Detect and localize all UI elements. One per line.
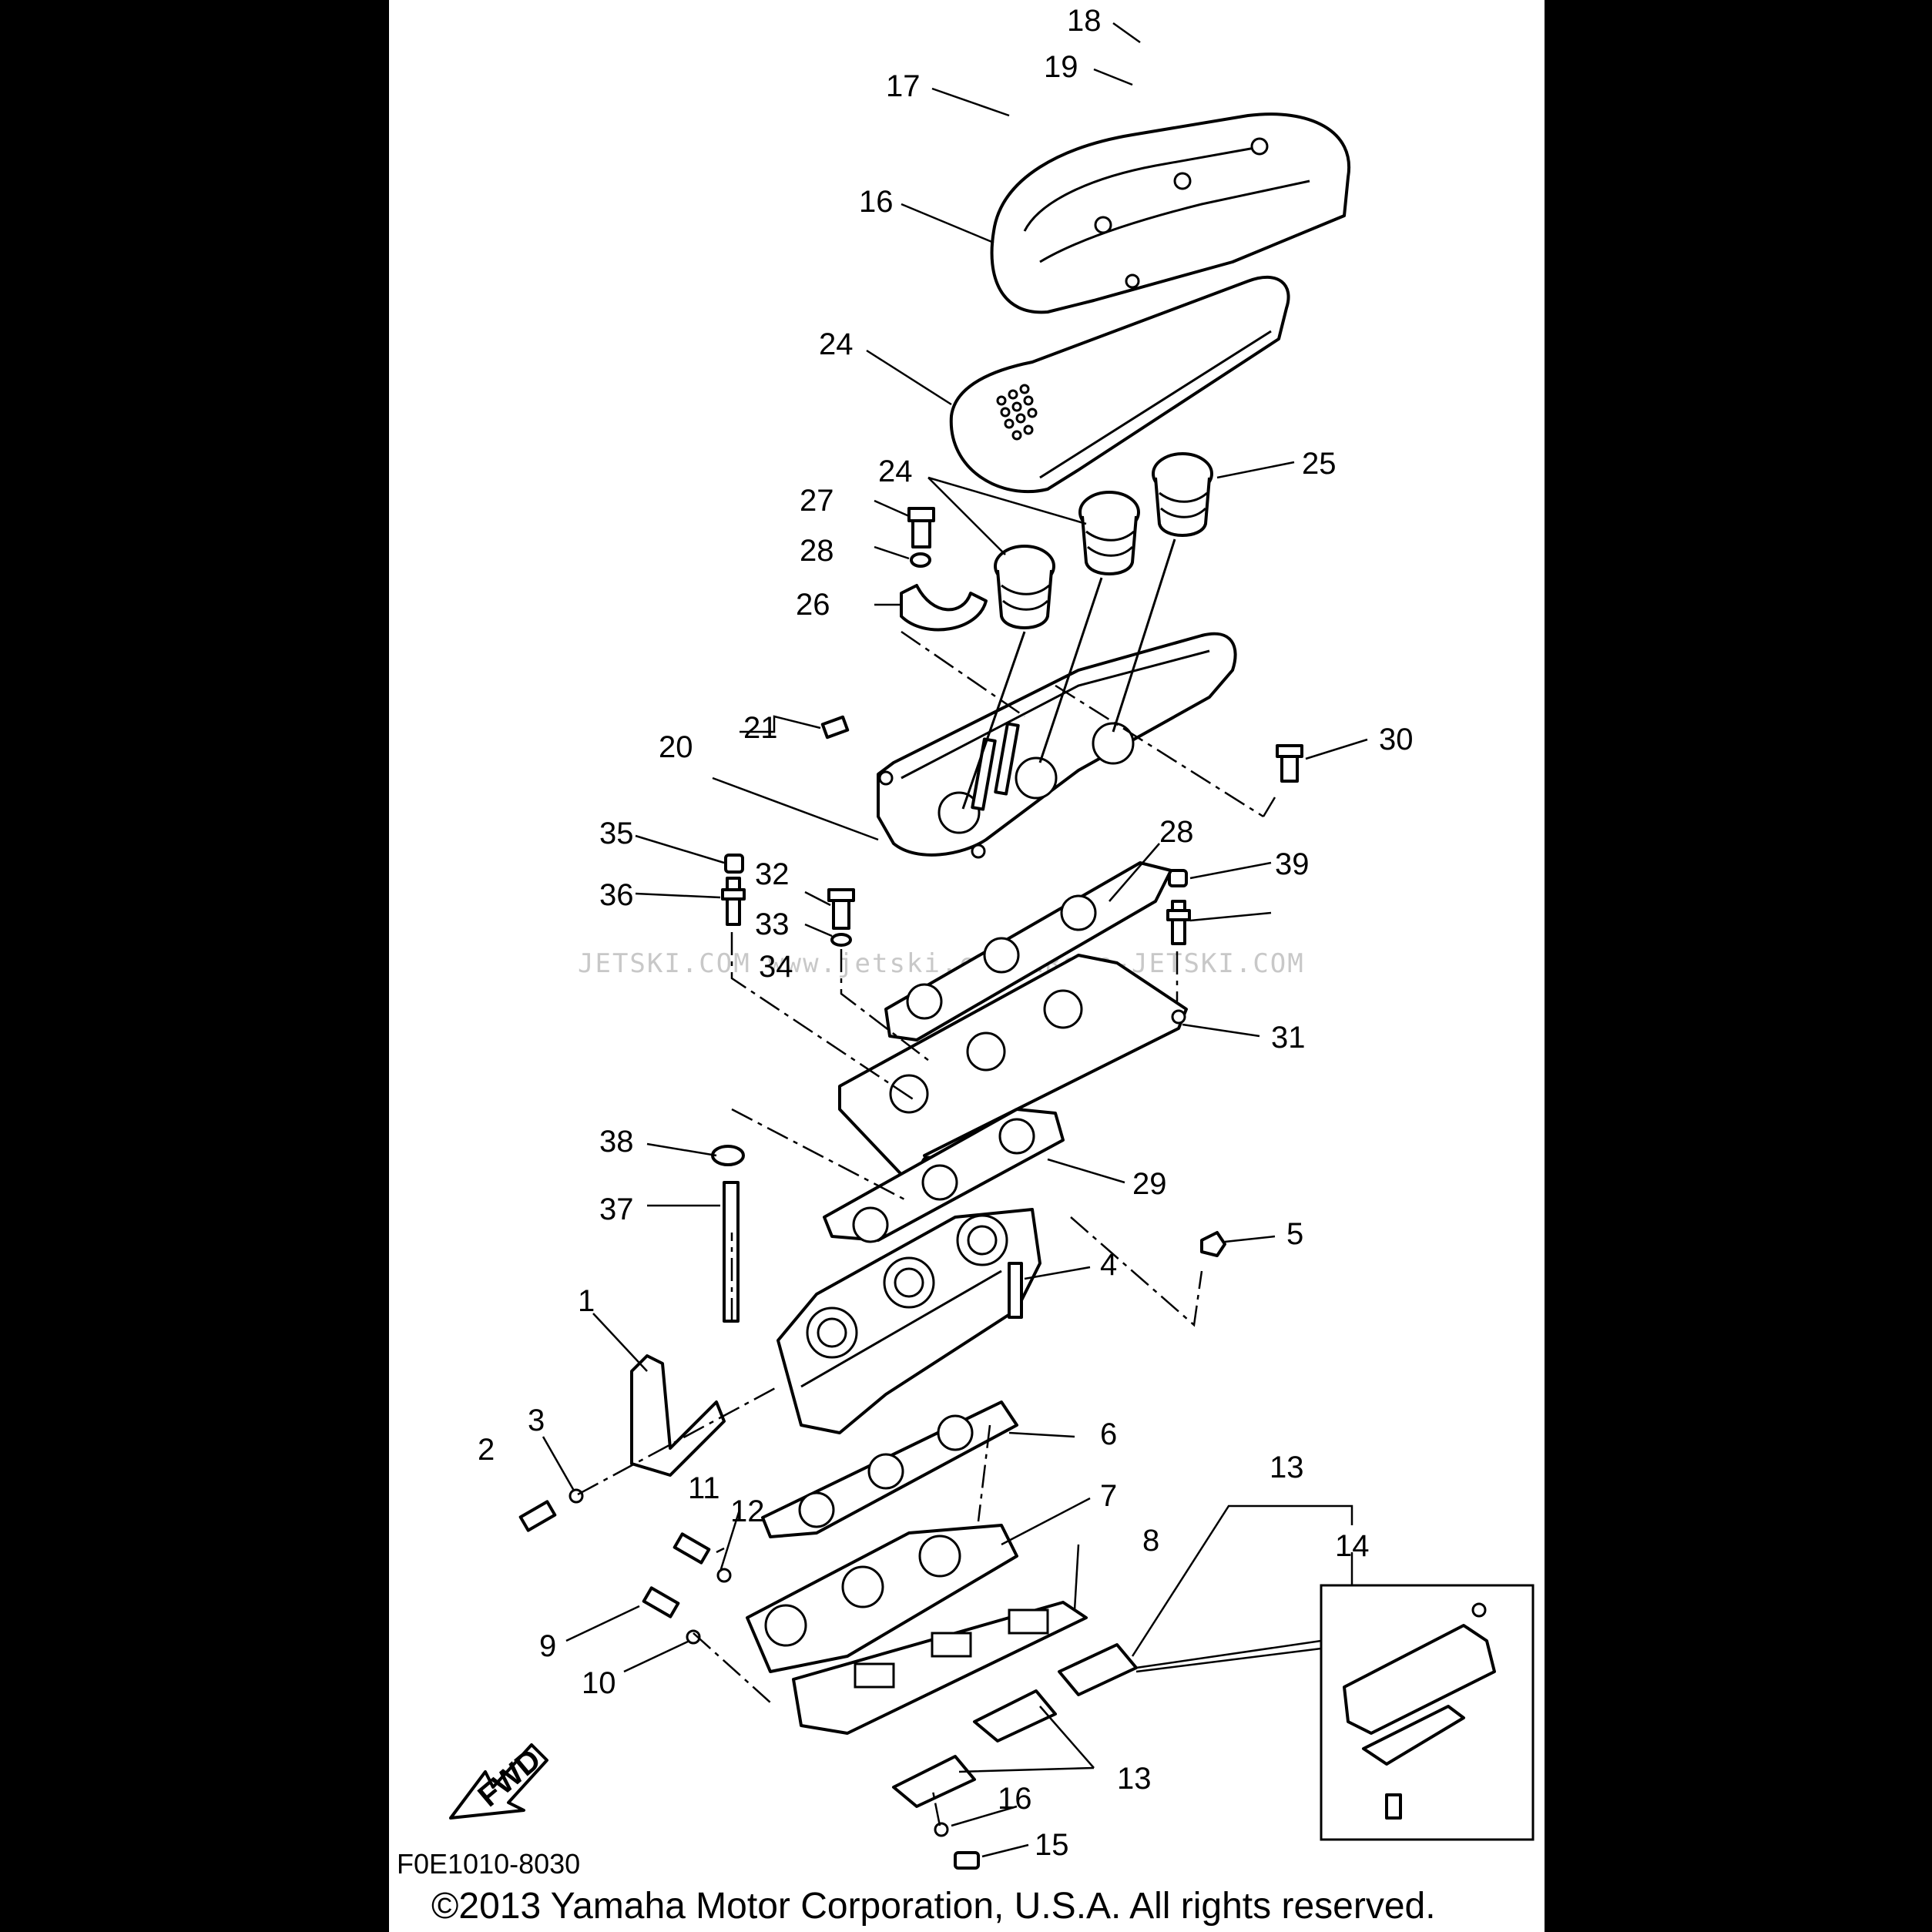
part-label-38: 39: [1275, 847, 1310, 881]
alignment-line: [1070, 1216, 1203, 1327]
bracket-1: [630, 1354, 726, 1477]
plate-23: [949, 276, 1290, 494]
cover-bolt-hole: [1094, 216, 1112, 234]
detail-box-14: [1320, 1584, 1535, 1841]
funnel-guide-line: [961, 538, 1176, 810]
part-labels: 18 19 17 16 24 24 25 27 28 26 21 20 30 2…: [478, 4, 1414, 1862]
stud-4: [1008, 1262, 1023, 1319]
part-label-2: 2: [478, 1433, 495, 1467]
part-label-13-top: 13: [1270, 1451, 1304, 1484]
part-label-11: 11: [688, 1471, 720, 1505]
part-label-5: 5: [1286, 1217, 1303, 1251]
part-label-14: 14: [1335, 1529, 1370, 1563]
part-label-9: 9: [539, 1629, 556, 1663]
cover-bolt-hole: [1250, 137, 1269, 156]
part-label-7: 7: [1100, 1479, 1117, 1513]
gasket-8: [792, 1601, 1088, 1735]
fitting-22: [820, 715, 850, 740]
bolt-31: [827, 888, 855, 930]
figure-code: F0E1010-8030: [397, 1848, 580, 1880]
part-label-23: 24: [819, 327, 854, 361]
funnel-24-middle: [1078, 491, 1140, 575]
washer-27: [910, 552, 931, 568]
nut-34: [724, 854, 744, 874]
fwd-arrow: FWD: [449, 1742, 548, 1820]
reed-valve-13-a: [892, 1755, 976, 1808]
part-label-36: 37: [599, 1192, 634, 1226]
gasket-28-upper: [884, 861, 1172, 1041]
part-label-17: 16: [859, 185, 894, 219]
part-label-15: 15: [1035, 1828, 1069, 1862]
part-label-25: 26: [796, 588, 830, 622]
part-label-34: 35: [599, 817, 634, 850]
part-label-28-upper: 28: [1159, 815, 1194, 849]
nut-38: [1168, 869, 1188, 887]
part-label-18: 17: [886, 69, 921, 103]
cover-bolt-hole: [1173, 172, 1192, 190]
part-label-28-lower: 29: [1132, 1167, 1167, 1201]
part-label-10: 10: [582, 1666, 616, 1700]
carburetor-assembly: [776, 1208, 1041, 1434]
part-label-4: 4: [1100, 1248, 1117, 1282]
washer-10: [686, 1629, 701, 1645]
clip-37: [711, 1145, 745, 1166]
bolt-29: [1276, 744, 1303, 783]
part-label-24-right: 25: [1302, 447, 1337, 481]
bolt-11: [673, 1532, 711, 1565]
plate-perforation: [996, 384, 1038, 441]
part-label-16: 16: [998, 1782, 1032, 1816]
part-label-35: 36: [599, 878, 634, 912]
part-label-20: 19: [1044, 50, 1078, 84]
copyright-notice: ©2013 Yamaha Motor Corporation, U.S.A. A…: [431, 1886, 1436, 1927]
bolt-2: [518, 1500, 557, 1532]
washer-12: [716, 1568, 732, 1583]
part-label-21: 20: [659, 730, 693, 764]
part-label-29: 30: [1379, 723, 1414, 756]
part-label-13-bottom: 13: [1117, 1762, 1152, 1796]
part-label-37: 38: [599, 1125, 634, 1159]
part-label-30: 31: [1271, 1021, 1306, 1055]
part-label-31: 32: [755, 857, 790, 891]
part-label-8: 8: [1142, 1524, 1159, 1558]
part-label-33: 34: [759, 950, 793, 984]
gasket-6: [761, 1400, 1018, 1538]
part-label-26: 27: [800, 484, 834, 518]
reed-valve-13-c: [1058, 1643, 1138, 1696]
leader-lines: [542, 22, 1368, 1858]
washer-16: [934, 1822, 949, 1837]
manifold-7: [746, 1524, 1018, 1673]
alignment-line: [577, 1385, 991, 1826]
alignment-line: [730, 1108, 910, 1321]
alignment-line: [730, 932, 1179, 1103]
watermark-text: JETSKI.COM www.jetski.com aRomo-JETSKI.C…: [578, 948, 1305, 979]
reed-valve-13-b: [973, 1689, 1057, 1742]
cover-bolt-hole: [1125, 273, 1140, 289]
part-label-1: 1: [578, 1284, 595, 1318]
washer-3: [569, 1488, 584, 1504]
part-label-24-left: 24: [878, 454, 913, 488]
nut-5: [1200, 1231, 1226, 1257]
part-label-27: 28: [800, 534, 834, 568]
part-label-3: 3: [528, 1404, 545, 1437]
gasket-28-lower: [823, 1108, 1065, 1243]
airbox-21: [877, 632, 1237, 859]
clamp-25: [900, 584, 988, 632]
funnel-24-right: [1152, 452, 1213, 537]
funnel-24-left: [994, 545, 1055, 629]
washer-32: [830, 933, 852, 947]
bolt-26: [907, 507, 935, 548]
bolt-9: [642, 1586, 680, 1618]
part-label-12: 12: [730, 1494, 765, 1528]
screw-15: [954, 1851, 980, 1870]
cover-17: [990, 112, 1351, 314]
alignment-line: [901, 630, 1276, 818]
part-label-6: 6: [1100, 1417, 1117, 1451]
part-label-32: 33: [755, 907, 790, 941]
part-label-22: 21: [743, 711, 778, 745]
stud-35: [721, 877, 746, 926]
stud-39: [1166, 900, 1191, 945]
part-label-19: 18: [1067, 4, 1102, 38]
